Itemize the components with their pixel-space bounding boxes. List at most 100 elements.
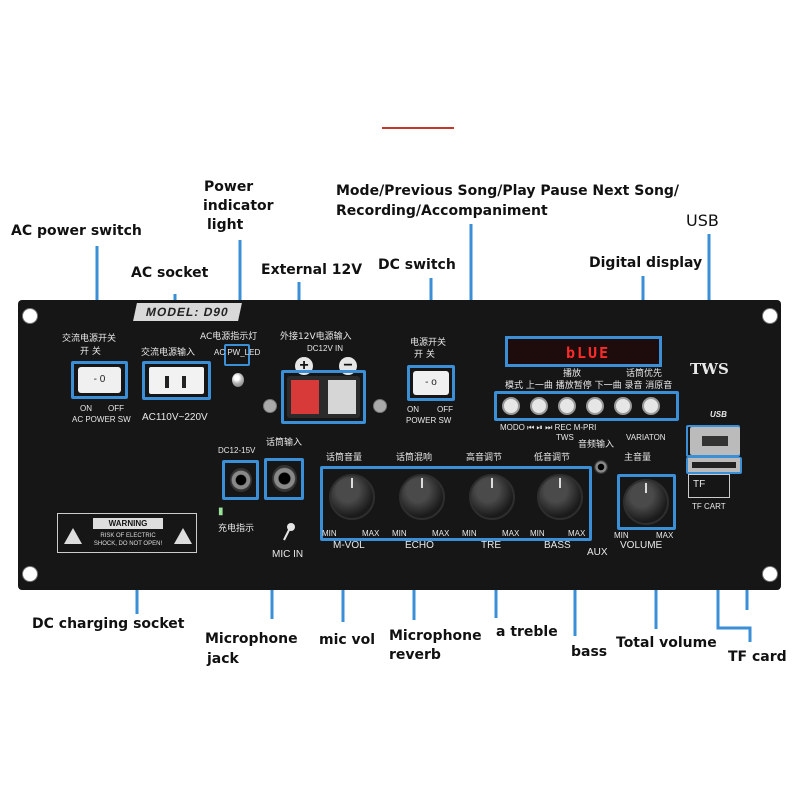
warning-body: RISK OF ELECTRIC SHOCK, DO NOT OPEN! bbox=[88, 532, 168, 548]
callout-mic-reverb-2: reverb bbox=[389, 647, 441, 663]
ac-switch-on: ON bbox=[80, 404, 92, 413]
microphone-icon bbox=[283, 523, 295, 541]
warning-line-1: RISK OF ELECTRIC bbox=[100, 533, 156, 539]
total-volume-knob[interactable] bbox=[623, 479, 669, 525]
tf-card-slot bbox=[688, 458, 740, 472]
main-vol-cn-label: 主音量 bbox=[624, 453, 652, 463]
volume-label: VOLUME bbox=[620, 540, 663, 551]
callout-mode-line-1: Mode/Previous Song/Play Pause Next Song/ bbox=[336, 183, 680, 199]
terminal-screw-left bbox=[263, 399, 277, 413]
screw-bottom-right bbox=[762, 566, 778, 582]
ac-power-sw-label: AC POWER SW bbox=[72, 415, 131, 424]
ac-power-switch-highlight bbox=[71, 361, 128, 399]
ac-switch-off: OFF bbox=[108, 404, 124, 413]
callout-dc-charging-socket: DC charging socket bbox=[32, 616, 185, 632]
bass-cn-label: 低音调节 bbox=[534, 453, 571, 463]
ac-socket bbox=[149, 367, 204, 394]
screw-top-right bbox=[762, 308, 778, 324]
callout-usb: USB bbox=[686, 211, 719, 230]
dc-charging-socket bbox=[230, 468, 252, 492]
echo-max: MAX bbox=[432, 529, 450, 538]
treble-knob[interactable] bbox=[469, 474, 515, 520]
ext-power-cn-label: 外接12V电源输入 bbox=[280, 332, 352, 342]
bass-min: MIN bbox=[530, 529, 545, 538]
mic-volume-knob[interactable] bbox=[329, 474, 375, 520]
audio-input-cn-label: 音频输入 bbox=[578, 440, 615, 450]
ac-led-cn-label: AC电源指示灯 bbox=[200, 332, 258, 342]
mic-priority-cn-label: 话筒优先 bbox=[626, 369, 663, 379]
warning-title: WARNING bbox=[93, 518, 163, 529]
callout-tf-card: TF card bbox=[728, 649, 787, 665]
ac-input-cn-label: 交流电源输入 bbox=[141, 348, 196, 358]
accent-bar bbox=[382, 127, 454, 129]
record-button[interactable] bbox=[614, 397, 632, 415]
power-indicator-highlight bbox=[224, 344, 250, 366]
ac-switch-cn-label: 交流电源开关 bbox=[62, 334, 117, 344]
mic-vol-cn-label: 话筒音量 bbox=[326, 453, 363, 463]
callout-ac-power-switch: AC power switch bbox=[11, 223, 142, 239]
terminal-positive[interactable] bbox=[291, 380, 319, 414]
ac-power-switch[interactable]: - 0 bbox=[78, 367, 121, 393]
callout-ac-socket: AC socket bbox=[131, 265, 209, 281]
ac-voltage-label: AC110V~220V bbox=[142, 412, 208, 423]
dc-charging-highlight bbox=[222, 460, 259, 500]
callout-dc-switch: DC switch bbox=[378, 257, 456, 273]
callout-power-indicator-1: Power bbox=[204, 179, 254, 195]
mode-button[interactable] bbox=[502, 397, 520, 415]
previous-button[interactable] bbox=[530, 397, 548, 415]
play-pause-button[interactable] bbox=[558, 397, 576, 415]
terminal-negative[interactable] bbox=[328, 380, 356, 414]
tf-card-label: TF CART bbox=[692, 502, 726, 511]
callout-power-indicator-3: light bbox=[207, 217, 244, 233]
tre-label: TRE bbox=[481, 540, 501, 551]
battery-icon: ▮ bbox=[218, 506, 224, 517]
dc-switch-cn-label: 电源开关 bbox=[410, 338, 447, 348]
tf-box bbox=[688, 474, 730, 498]
aux-label: AUX bbox=[587, 547, 608, 558]
play-cn-label: 播放 bbox=[563, 369, 582, 379]
next-button[interactable] bbox=[586, 397, 604, 415]
warning-triangle-icon bbox=[64, 528, 82, 544]
bass-max: MAX bbox=[568, 529, 586, 538]
power-indicator-led bbox=[232, 373, 244, 387]
mic-echo-knob[interactable] bbox=[399, 474, 445, 520]
treble-cn-label: 高音调节 bbox=[466, 453, 503, 463]
aux-jack bbox=[594, 460, 608, 474]
tws-label: TWS bbox=[556, 433, 574, 442]
dc-switch-cn-label-2: 开 关 bbox=[414, 350, 435, 360]
volume-min: MIN bbox=[614, 531, 629, 540]
digital-display: bLUE bbox=[505, 336, 662, 367]
dc-power-switch[interactable]: - o bbox=[413, 371, 449, 395]
buttons-cn-label: 模式 上一曲 播放暂停 下一曲 录音 消原音 bbox=[505, 381, 673, 391]
display-text: bLUE bbox=[566, 344, 611, 362]
dc-switch-on: ON bbox=[407, 405, 419, 414]
tre-min: MIN bbox=[462, 529, 477, 538]
callout-mic-reverb-1: Microphone bbox=[389, 628, 482, 644]
mic-in-label: MIC IN bbox=[272, 549, 304, 560]
mic-jack-highlight bbox=[264, 458, 304, 500]
ac-switch-cn-label-2: 开 关 bbox=[80, 347, 101, 357]
charge-indicator-cn: 充电指示 bbox=[218, 524, 255, 534]
mic-echo-cn-label: 话筒混响 bbox=[396, 453, 433, 463]
microphone-jack bbox=[272, 465, 297, 492]
callout-total-volume: Total volume bbox=[616, 635, 717, 651]
tws-logo: TWS bbox=[690, 360, 729, 378]
callout-treble: a treble bbox=[496, 624, 558, 640]
buttons-labels: MODO ⏮ ⏯ ⏭ REC M-PRI bbox=[500, 423, 597, 432]
echo-min: MIN bbox=[392, 529, 407, 538]
bass-knob[interactable] bbox=[537, 474, 583, 520]
tre-max: MAX bbox=[502, 529, 520, 538]
screw-top-left bbox=[22, 308, 38, 324]
warning-line-2: SHOCK, DO NOT OPEN! bbox=[93, 541, 163, 547]
callout-power-indicator-2: indicator bbox=[203, 198, 274, 214]
knobs-highlight bbox=[320, 466, 592, 541]
callout-digital-display: Digital display bbox=[589, 255, 703, 271]
warning-box: WARNING RISK OF ELECTRIC SHOCK, DO NOT O… bbox=[57, 513, 197, 553]
control-buttons-highlight bbox=[494, 391, 679, 421]
mic-priority-button[interactable] bbox=[642, 397, 660, 415]
dc-charge-voltage: DC12-15V bbox=[218, 446, 256, 455]
usb-logo: USB bbox=[710, 410, 727, 419]
dc-switch-off: OFF bbox=[437, 405, 453, 414]
mvol-max: MAX bbox=[362, 529, 380, 538]
total-volume-highlight bbox=[617, 474, 676, 530]
